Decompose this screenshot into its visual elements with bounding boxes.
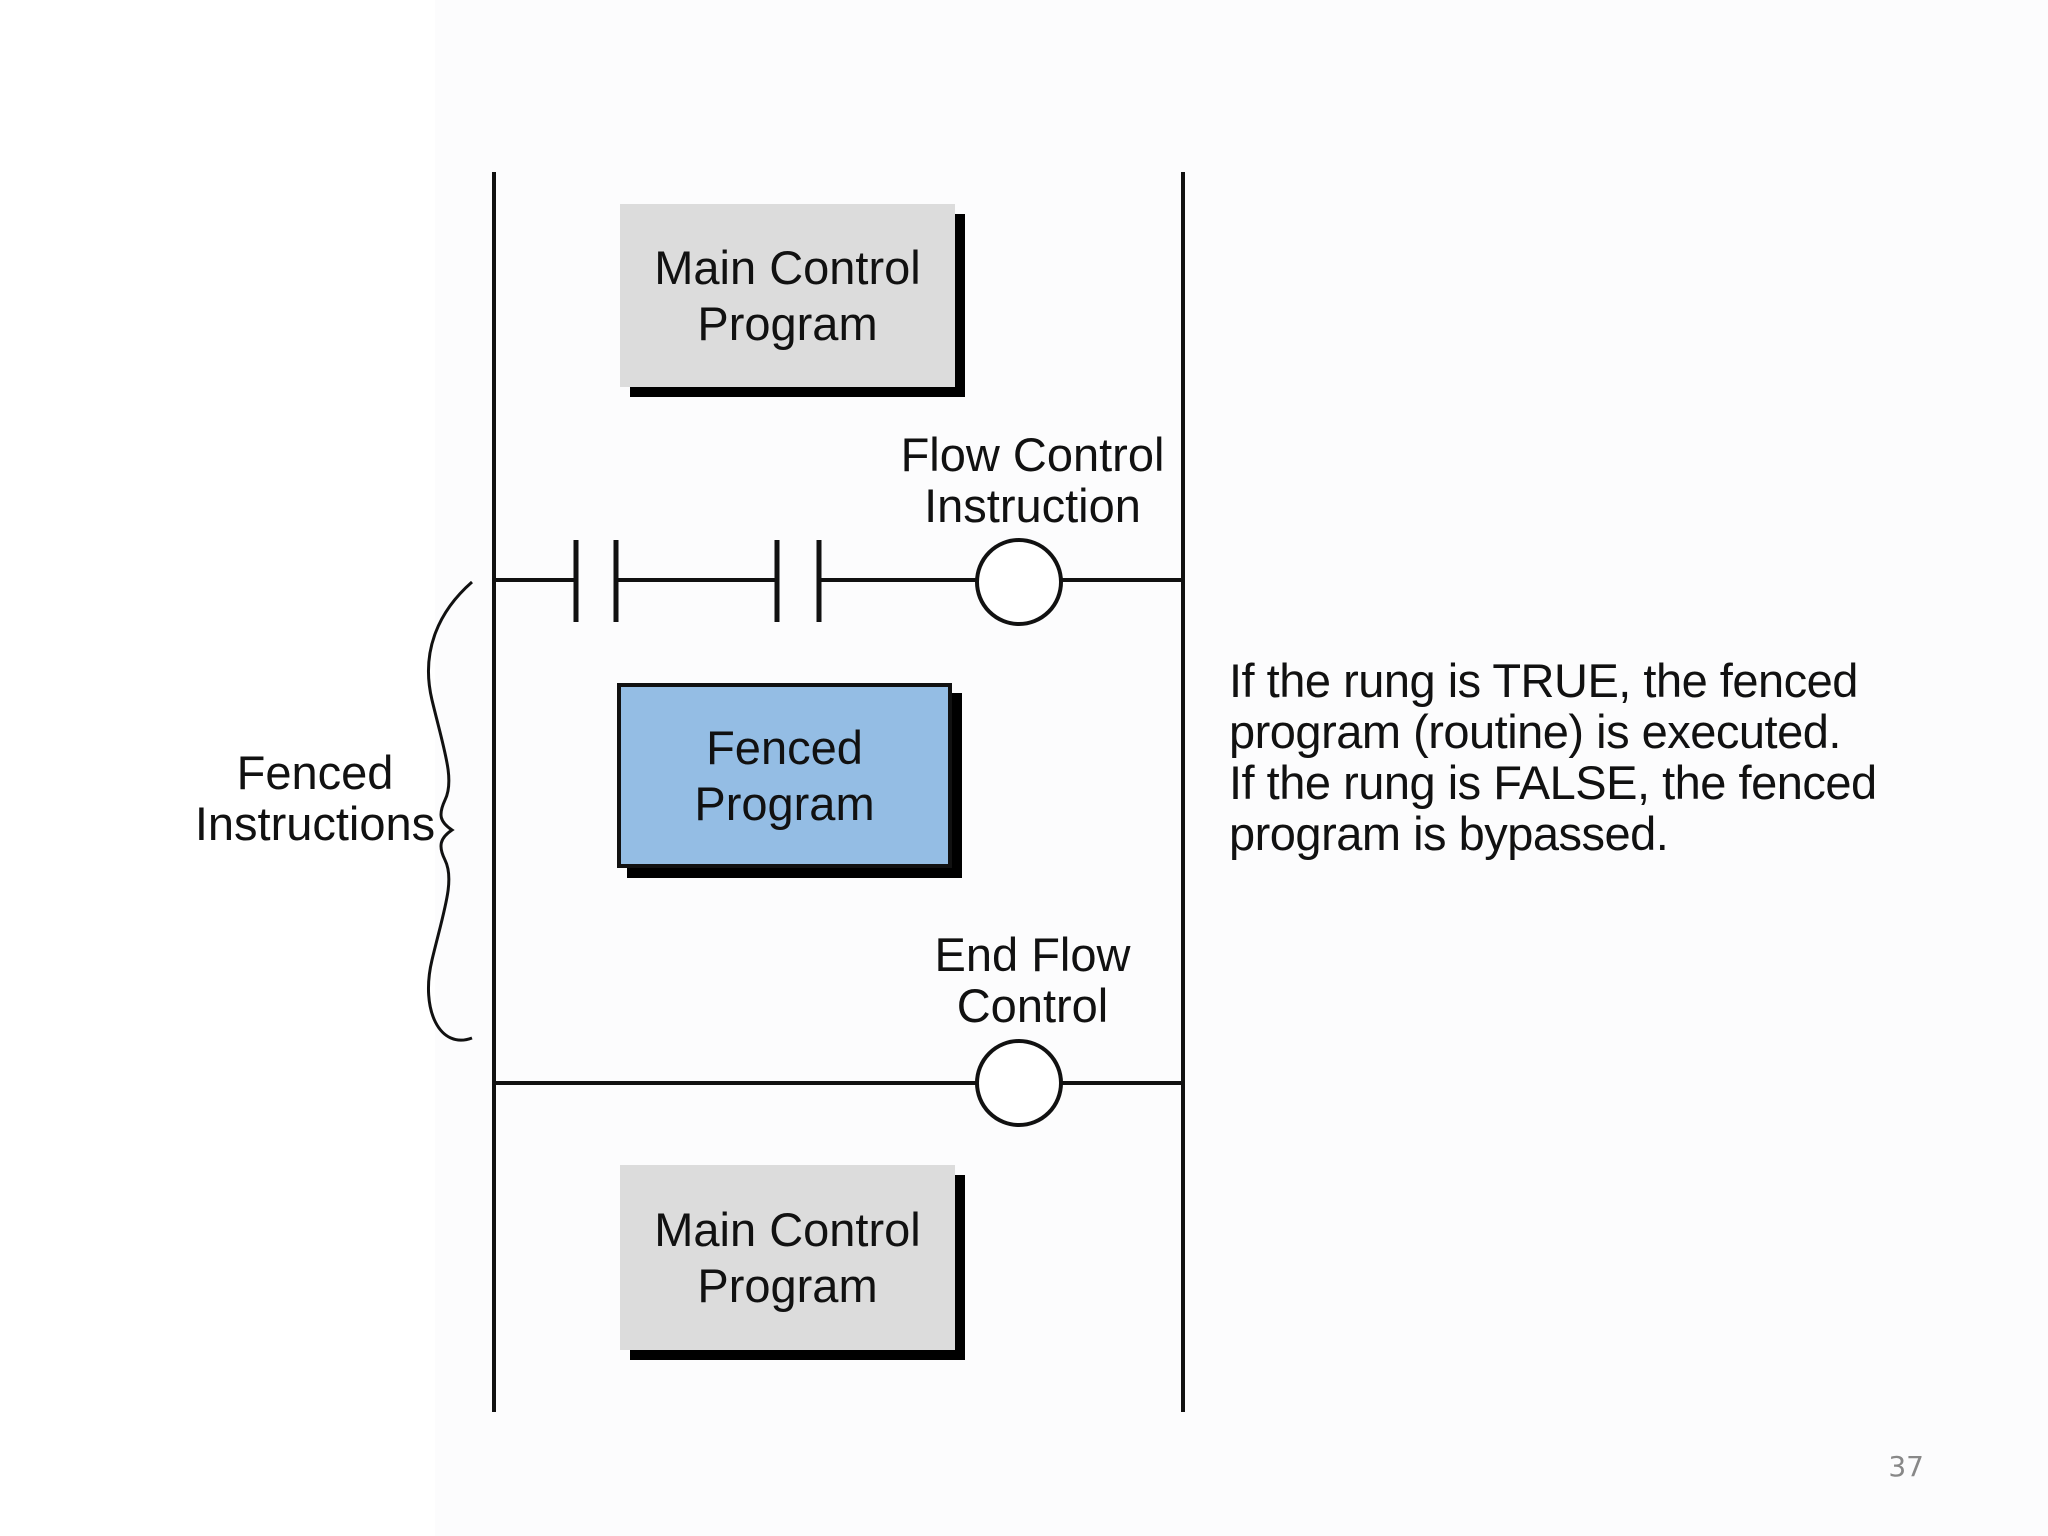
main-control-program-bottom: Main Control Program xyxy=(620,1165,965,1360)
fenced-program: Fenced Program xyxy=(617,683,962,878)
end-flow-control-coil xyxy=(975,1039,1063,1127)
fenced-program-label: Fenced Program xyxy=(694,720,875,830)
fenced-brace xyxy=(427,580,473,1042)
contact-1 xyxy=(573,540,619,622)
main-control-program-top: Main Control Program xyxy=(620,204,965,397)
end-flow-control-rung xyxy=(494,1039,1183,1127)
flow-control-rung xyxy=(494,538,1183,626)
contact-2 xyxy=(774,540,822,622)
main-control-program-top-label: Main Control Program xyxy=(654,240,921,350)
flow-control-coil xyxy=(975,538,1063,626)
rung-explanation-note: If the rung is TRUE, the fenced program … xyxy=(1229,654,1877,860)
main-control-program-bottom-label: Main Control Program xyxy=(654,1202,921,1312)
fenced-instructions-label: Fenced Instructions xyxy=(194,746,436,850)
flow-control-instruction-label: Flow Control Instruction xyxy=(900,428,1165,532)
end-flow-control-label: End Flow Control xyxy=(934,928,1131,1032)
page-number: 37 xyxy=(1888,1450,1924,1483)
